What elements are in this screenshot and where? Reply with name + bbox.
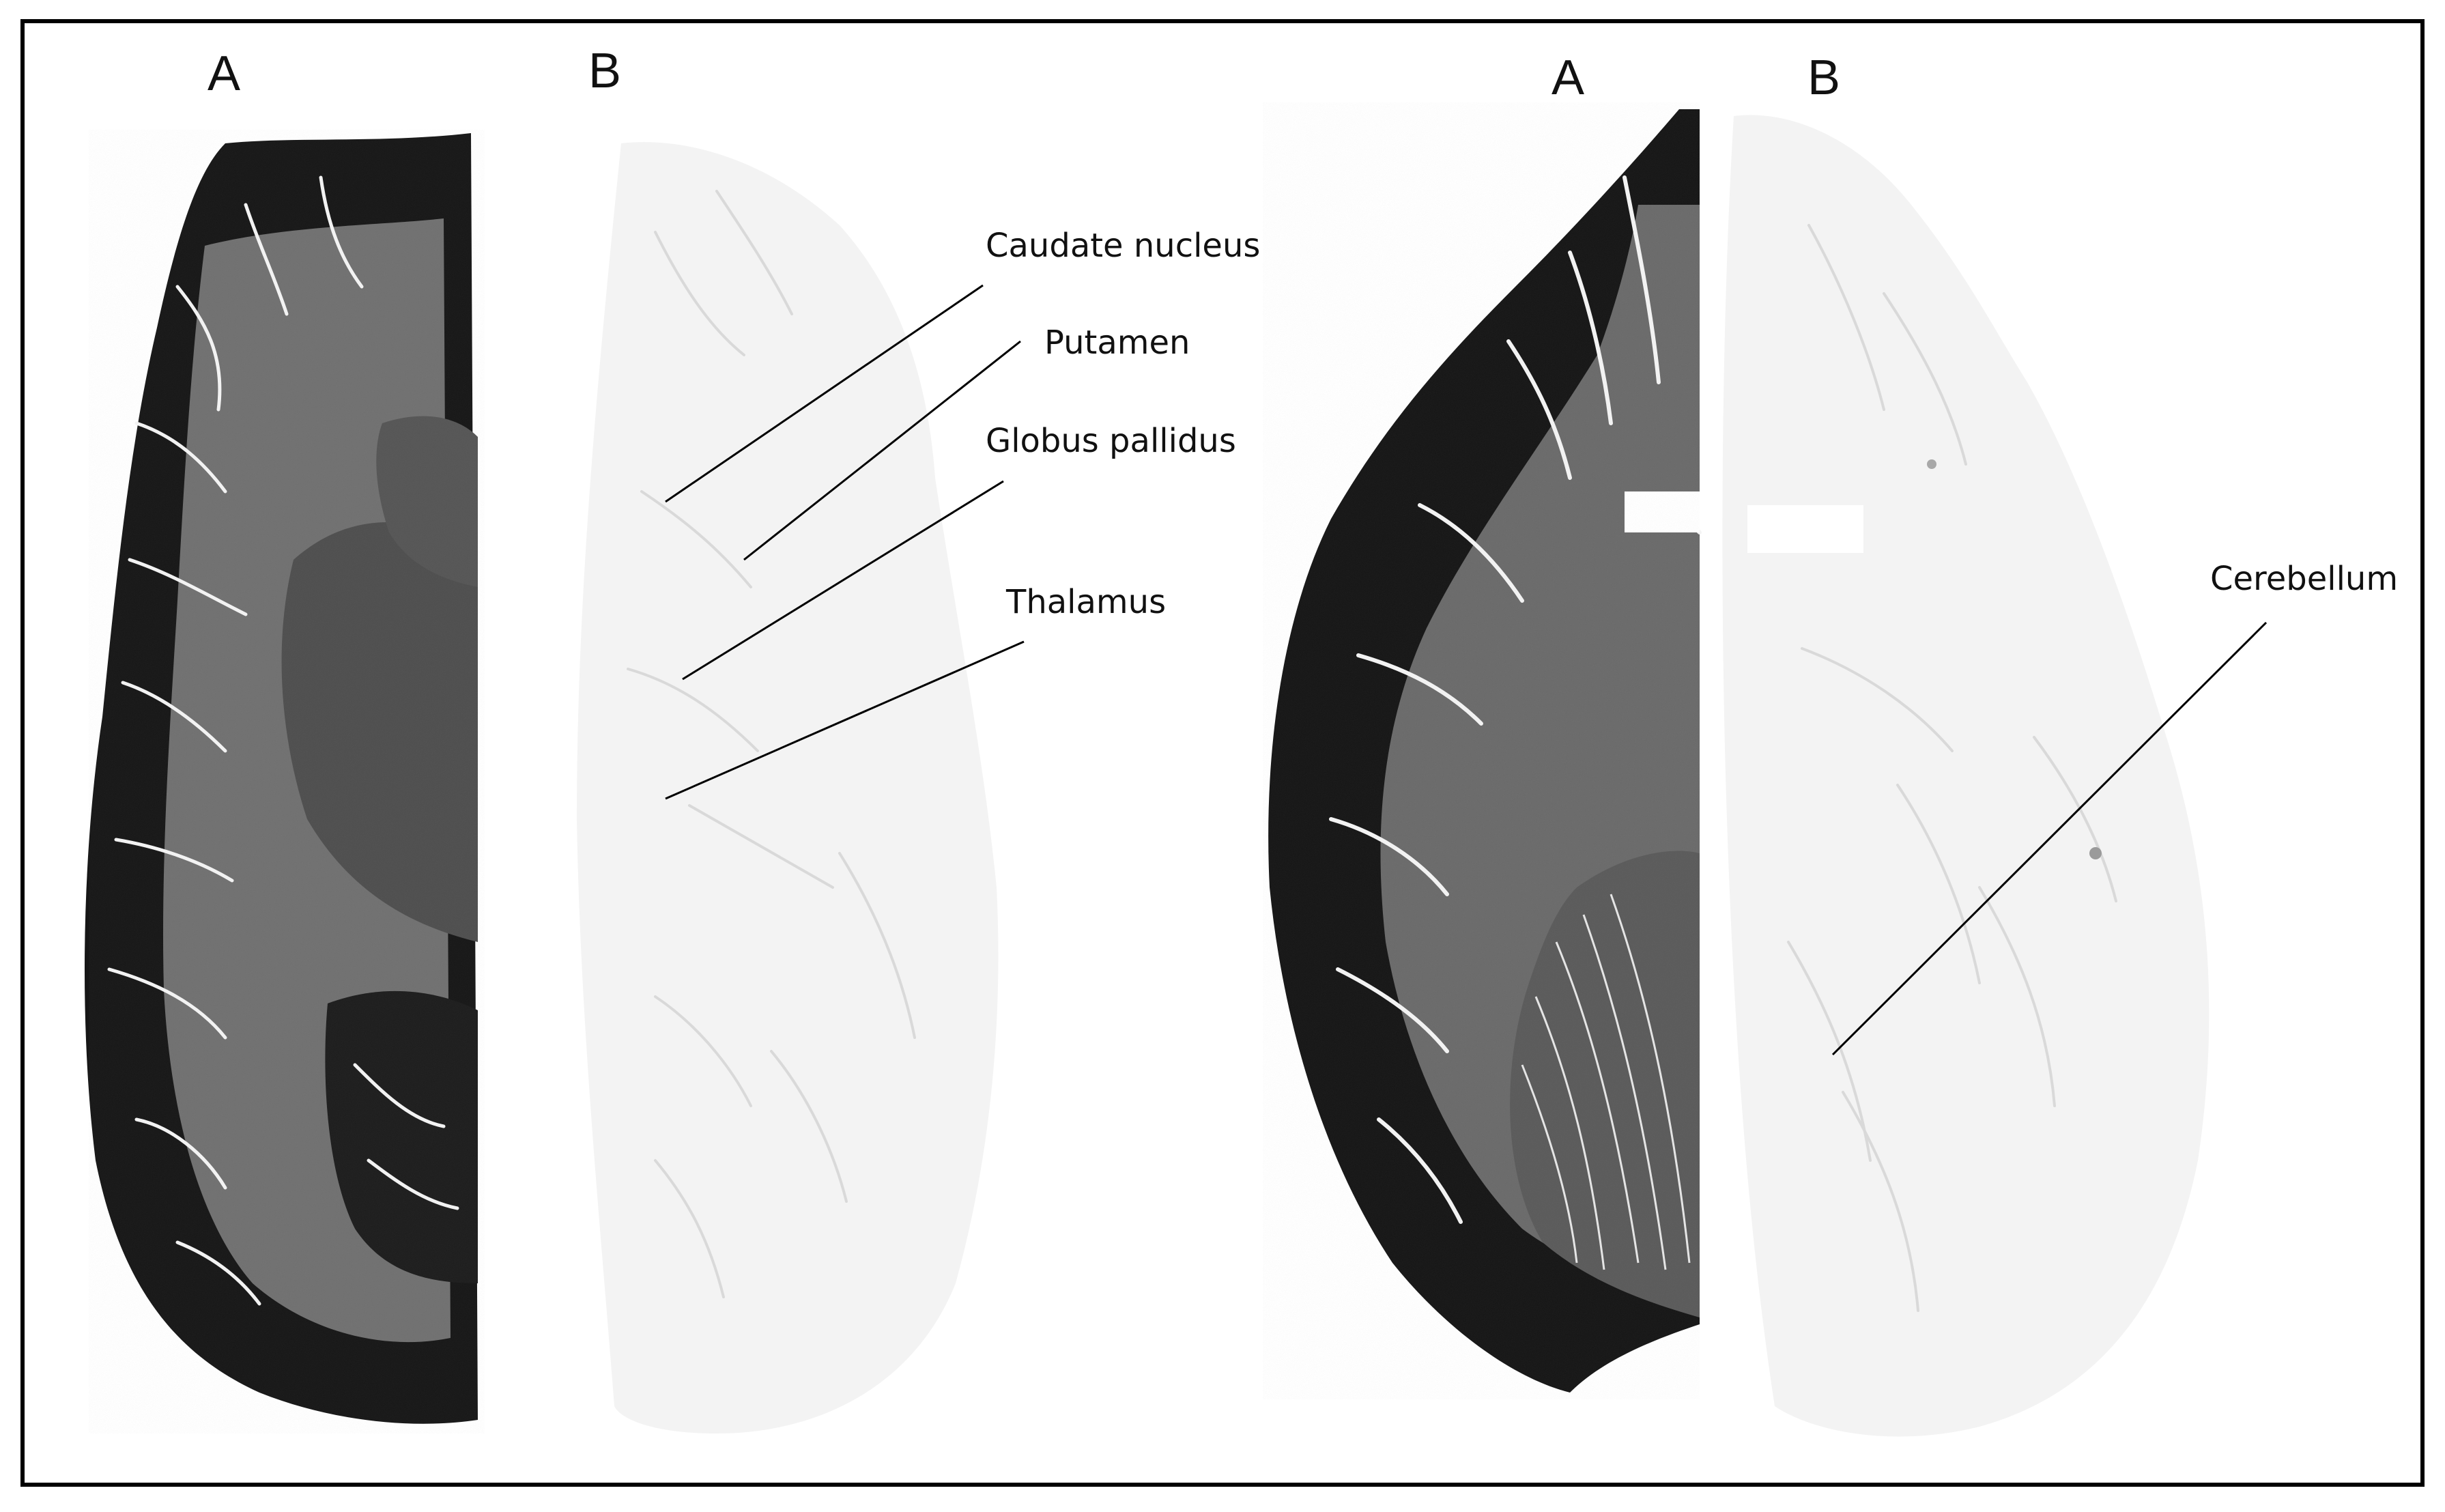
label-globus-pallidus: Globus pallidus [986,422,1236,460]
left-section-a [84,130,485,1433]
panel-letter-b-right: B [1807,51,1841,105]
leader-line-putamen [743,340,1021,561]
leader-lines [665,284,2268,1056]
panel-letter-a-left: A [208,46,241,101]
leader-line-globus [682,480,1004,681]
label-putamen: Putamen [1044,324,1190,362]
panel-letter-b-left: B [588,44,622,98]
label-caudate-nucleus: Caudate nucleus [986,227,1261,265]
right-section-a [1263,102,1702,1399]
leader-line-thalamus [665,640,1025,800]
panel-letter-a-right: A [1552,51,1585,105]
left-section-b [577,142,999,1434]
right-section-b [1722,115,2210,1437]
leader-line-cerebellum [1831,621,2268,1056]
leader-line-caudate [665,284,984,503]
label-cerebellum: Cerebellum [2210,560,2399,598]
label-thalamus: Thalamus [1006,583,1167,621]
